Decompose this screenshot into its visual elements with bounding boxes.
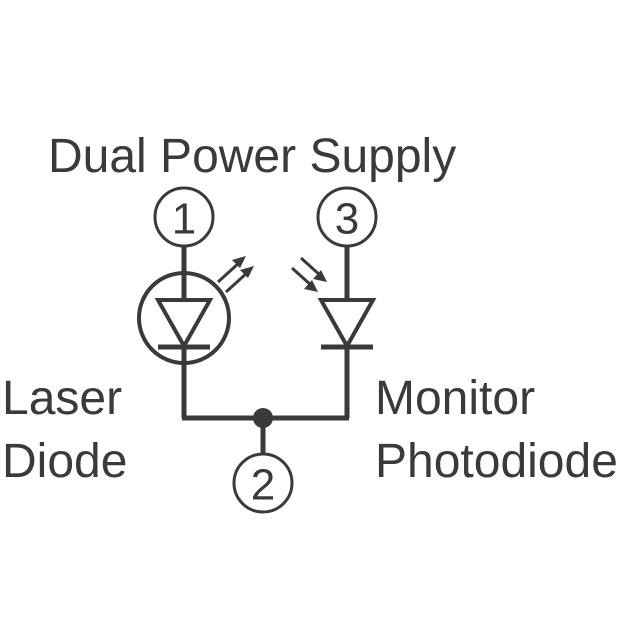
pin-1-label: 1: [172, 195, 196, 244]
monitor-label-line2: Photodiode: [375, 435, 618, 488]
pin-1: 1: [153, 186, 215, 248]
monitor-label-line1: Monitor: [375, 372, 535, 425]
pin-3: 3: [316, 186, 378, 248]
junction-dot: [253, 408, 273, 428]
photodiode-triangle: [317, 298, 377, 351]
pin-2-circle: [232, 452, 294, 514]
pin-2: 2: [232, 452, 294, 514]
photodiode-symbol: [317, 298, 377, 351]
laser-diode-symbol: [137, 271, 231, 365]
laser-label-line1: Laser: [2, 372, 122, 425]
emission-arrows-icon: [216, 256, 254, 294]
pin-3-label: 3: [335, 195, 359, 244]
laser-diode-triangle: [154, 298, 214, 351]
laser-label-line2: Diode: [2, 435, 127, 488]
incident-light-arrows-icon: [290, 256, 327, 292]
diagram-title: Dual Power Supply: [48, 130, 456, 183]
pin-3-circle: [316, 186, 378, 248]
pin-1-circle: [153, 186, 215, 248]
pin-2-label: 2: [251, 461, 275, 510]
